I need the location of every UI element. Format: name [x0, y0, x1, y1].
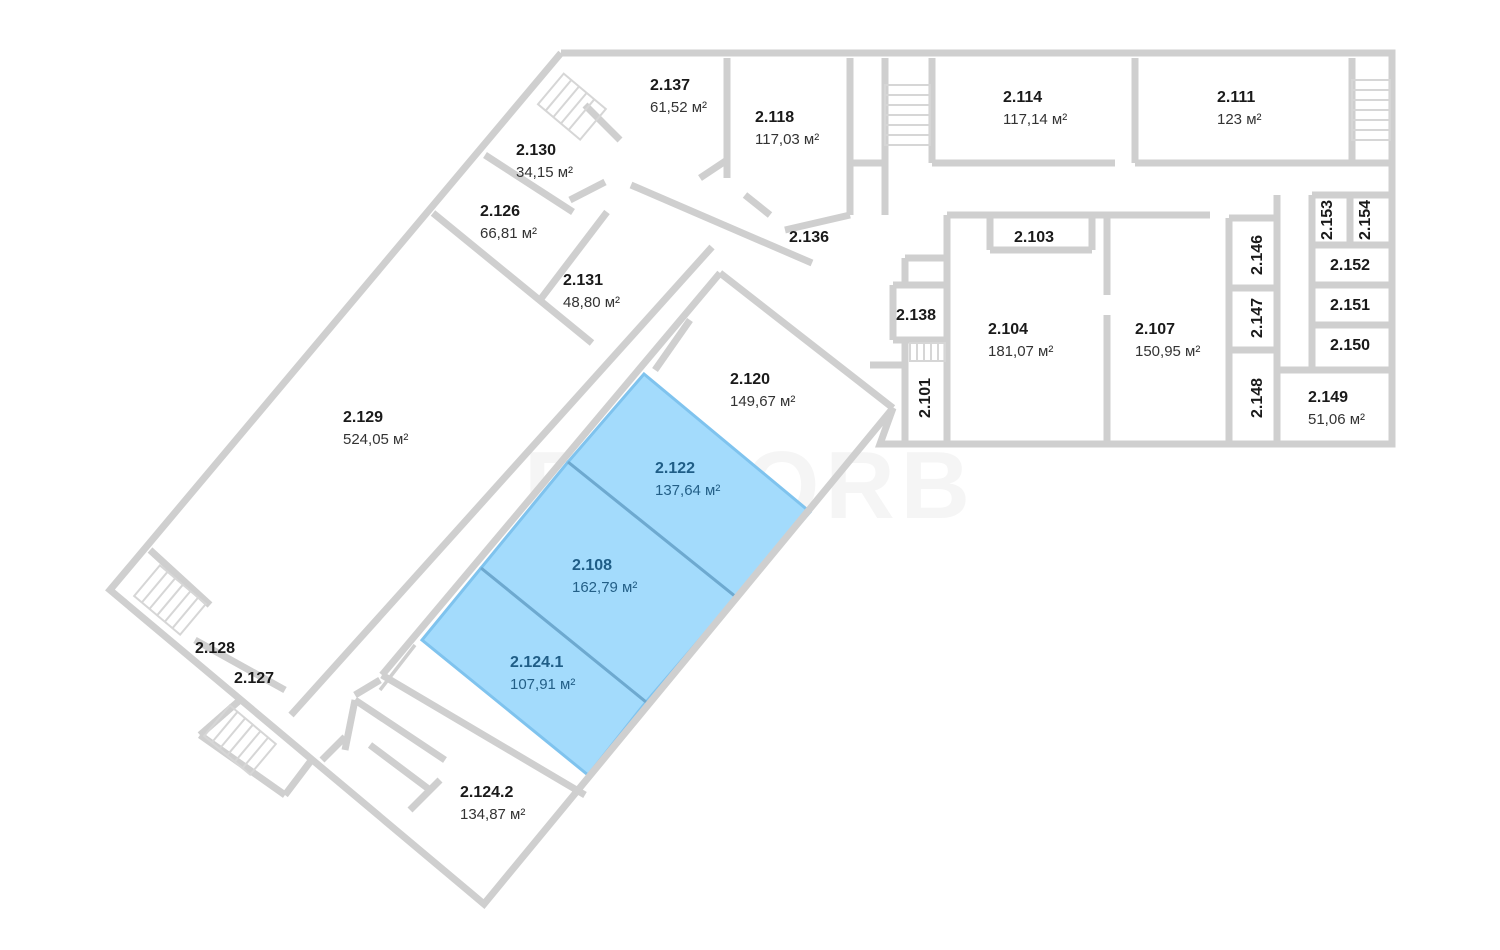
room-label-2-138[interactable]: 2.138	[896, 307, 936, 324]
room-label-2-120[interactable]: 2.120 149,67 м²	[730, 371, 795, 410]
room-area: 150,95 м²	[1135, 343, 1200, 360]
room-number: 2.127	[234, 670, 274, 687]
room-area: 48,80 м²	[563, 294, 620, 311]
room-label-2-136[interactable]: 2.136	[789, 229, 829, 246]
room-number: 2.153	[1319, 200, 1336, 240]
room-label-2-151[interactable]: 2.151	[1330, 297, 1370, 314]
room-label-2-124-1[interactable]: 2.124.1 107,91 м²	[510, 654, 575, 693]
building-walls	[105, 49, 1396, 909]
room-area: 117,03 м²	[755, 131, 819, 148]
room-label-2-108[interactable]: 2.108 162,79 м²	[572, 557, 637, 596]
room-area: 123 м²	[1217, 111, 1262, 128]
room-area: 134,87 м²	[460, 806, 525, 823]
room-number: 2.146	[1249, 235, 1266, 275]
room-number: 2.152	[1330, 257, 1370, 274]
room-label-2-128[interactable]: 2.128	[195, 640, 235, 657]
room-area: 34,15 м²	[516, 164, 573, 181]
room-label-2-118[interactable]: 2.118 117,03 м²	[755, 109, 819, 148]
room-label-2-129[interactable]: 2.129 524,05 м²	[343, 409, 408, 448]
room-number: 2.124.2	[460, 784, 513, 801]
room-number: 2.138	[896, 307, 936, 324]
room-label-2-122[interactable]: 2.122 137,64 м²	[655, 460, 720, 499]
room-label-2-137[interactable]: 2.137 61,52 м²	[650, 77, 707, 116]
room-number: 2.149	[1308, 389, 1348, 406]
selected-units[interactable]	[419, 371, 813, 778]
room-number: 2.120	[730, 371, 770, 388]
room-number: 2.101	[917, 378, 934, 418]
room-label-2-149[interactable]: 2.149 51,06 м²	[1308, 389, 1365, 428]
room-number: 2.118	[755, 109, 794, 126]
room-label-2-130[interactable]: 2.130 34,15 м²	[516, 142, 573, 181]
room-number: 2.108	[572, 557, 612, 574]
room-number: 2.103	[1014, 229, 1054, 246]
room-label-2-147[interactable]: 2.147	[1249, 298, 1266, 338]
room-number: 2.122	[655, 460, 695, 477]
room-number: 2.147	[1249, 298, 1266, 338]
room-area: 162,79 м²	[572, 579, 637, 596]
room-area: 117,14 м²	[1003, 111, 1067, 128]
room-label-2-126[interactable]: 2.126 66,81 м²	[480, 203, 537, 242]
room-label-2-148[interactable]: 2.148	[1249, 378, 1266, 418]
room-number: 2.137	[650, 77, 690, 94]
room-label-2-152[interactable]: 2.152	[1330, 257, 1370, 274]
room-number: 2.148	[1249, 378, 1266, 418]
room-number: 2.129	[343, 409, 383, 426]
room-label-2-101[interactable]: 2.101	[917, 378, 934, 418]
room-number: 2.130	[516, 142, 556, 159]
room-area: 107,91 м²	[510, 676, 575, 693]
room-label-2-111[interactable]: 2.111 123 м²	[1217, 89, 1262, 128]
room-area: 51,06 м²	[1308, 411, 1365, 428]
room-label-2-104[interactable]: 2.104 181,07 м²	[988, 321, 1053, 360]
room-number: 2.107	[1135, 321, 1175, 338]
room-number: 2.124.1	[510, 654, 563, 671]
room-label-2-146[interactable]: 2.146	[1249, 235, 1266, 275]
room-number: 2.126	[480, 203, 520, 220]
room-area: 524,05 м²	[343, 431, 408, 448]
room-label-2-114[interactable]: 2.114 117,14 м²	[1003, 89, 1067, 128]
room-label-2-124-2[interactable]: 2.124.2 134,87 м²	[460, 784, 525, 823]
room-number: 2.154	[1357, 200, 1374, 240]
room-area: 181,07 м²	[988, 343, 1053, 360]
room-number: 2.131	[563, 272, 603, 289]
room-area: 66,81 м²	[480, 225, 537, 242]
staircases	[132, 72, 1391, 777]
room-label-2-150[interactable]: 2.150	[1330, 337, 1370, 354]
room-label-2-103[interactable]: 2.103	[1014, 229, 1054, 246]
room-label-2-127[interactable]: 2.127	[234, 670, 274, 687]
room-label-2-107[interactable]: 2.107 150,95 м²	[1135, 321, 1200, 360]
room-number: 2.104	[988, 321, 1028, 338]
room-number: 2.150	[1330, 337, 1370, 354]
room-label-2-131[interactable]: 2.131 48,80 м²	[563, 272, 620, 311]
room-labels: 2.137 61,52 м² 2.118 117,03 м² 2.114 117,14 м…	[195, 77, 1374, 823]
room-area: 137,64 м²	[655, 482, 720, 499]
room-number: 2.136	[789, 229, 829, 246]
room-number: 2.128	[195, 640, 235, 657]
room-number: 2.151	[1330, 297, 1370, 314]
room-label-2-154[interactable]: 2.154	[1357, 200, 1374, 240]
room-number: 2.111	[1217, 89, 1255, 106]
room-label-2-153[interactable]: 2.153	[1319, 200, 1336, 240]
room-area: 149,67 м²	[730, 393, 795, 410]
room-number: 2.114	[1003, 89, 1042, 106]
room-area: 61,52 м²	[650, 99, 707, 116]
